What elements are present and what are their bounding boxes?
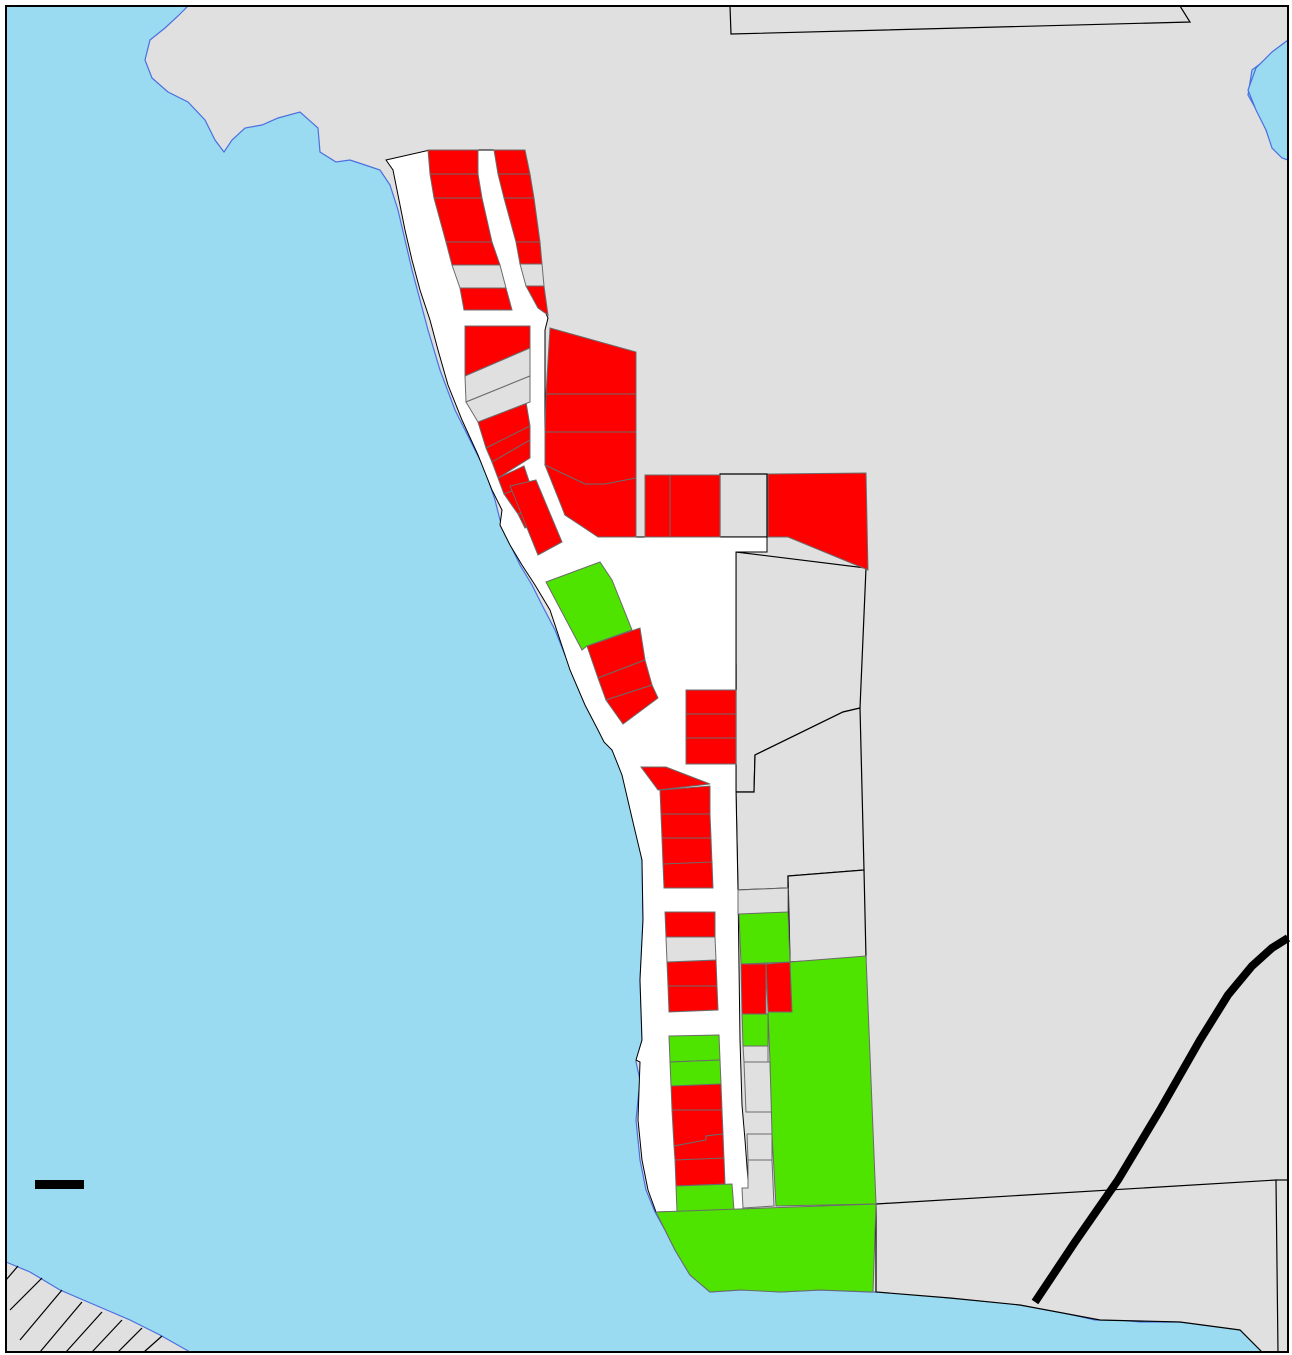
lot-red [767, 472, 869, 571]
lot-green [668, 1034, 721, 1063]
lot-red [674, 1157, 726, 1187]
lot-green [669, 1059, 722, 1087]
lot-gray [465, 375, 531, 423]
lot-red [491, 439, 531, 479]
lot-red [544, 464, 637, 538]
lot-red [493, 149, 531, 175]
lot-green [655, 1203, 877, 1293]
lot-gray [519, 263, 545, 287]
lot-green [741, 1013, 769, 1047]
lot-red [660, 813, 712, 839]
parcel-southeast [875, 1179, 1279, 1353]
lot-red [497, 173, 535, 199]
parcel-east-3 [787, 869, 867, 963]
lot-gray [665, 936, 717, 963]
lot-red [644, 474, 671, 538]
lot-gray [451, 264, 507, 289]
lot-red [667, 985, 719, 1013]
map-frame-border [5, 5, 1289, 1353]
lot-gray [743, 1061, 773, 1113]
lot-red [661, 837, 713, 865]
lot-red [445, 241, 501, 266]
lot-red [459, 287, 513, 311]
lot-red [544, 393, 637, 433]
lot-red [664, 911, 716, 938]
lot-red [685, 689, 737, 715]
lot-red [429, 173, 483, 199]
pond-northeast [1247, 38, 1289, 161]
lot-green [545, 561, 633, 651]
property-parcels[interactable] [685, 5, 1288, 1353]
lot-red [669, 474, 721, 538]
lot-red [662, 861, 714, 889]
lot-green [675, 1183, 735, 1213]
lot-red [740, 963, 767, 1015]
lot-red [640, 766, 711, 791]
lot-red [659, 785, 711, 815]
lot-gray [746, 1133, 773, 1161]
lot-red [685, 713, 737, 739]
lot-green [738, 911, 791, 965]
lot-red [427, 149, 479, 175]
lot-gray [742, 1045, 769, 1063]
lot-red [509, 479, 563, 556]
railway-line [1031, 934, 1291, 1305]
available-lots[interactable] [545, 561, 877, 1293]
lot-gray [737, 887, 789, 915]
scale-bar [35, 1180, 84, 1189]
lot-red [765, 961, 793, 1013]
lot-red [605, 684, 659, 725]
other-lots[interactable] [451, 263, 789, 1209]
lot-red [666, 959, 718, 987]
parcel-gray-top [719, 473, 768, 538]
lot-red [515, 241, 543, 265]
lot-red [670, 1083, 723, 1111]
lot-red [685, 737, 737, 765]
